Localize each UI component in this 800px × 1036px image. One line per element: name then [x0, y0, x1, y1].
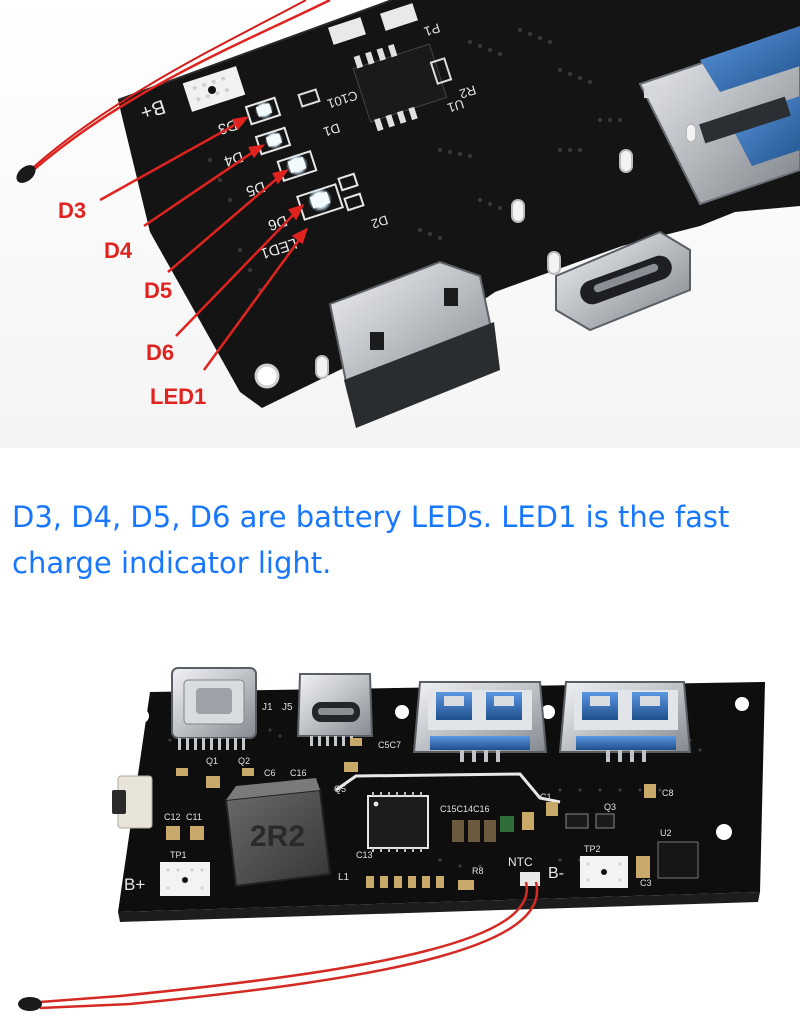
side-button: [112, 775, 153, 829]
silk-c15c14c16: C15C14C16: [440, 804, 490, 814]
via-pattern: [208, 28, 622, 292]
smd-components: [166, 738, 699, 890]
usb-a-port-right: [558, 681, 692, 762]
pcb-board: [118, 0, 800, 408]
silk-d4: D4: [222, 148, 246, 170]
silk-tp1: TP1: [170, 850, 187, 860]
ntc-wire-top: [19, 0, 331, 183]
silk-q3: Q3: [604, 802, 616, 812]
usb-a-port-left: [412, 681, 548, 762]
inductor-value: 2R2: [250, 820, 305, 853]
caption-text: D3, D4, D5, D6 are battery LEDs. LED1 is…: [12, 494, 788, 586]
silk-c1: C1: [540, 792, 552, 802]
silk-r2: R2: [458, 82, 478, 101]
silk-c16: C16: [290, 768, 307, 778]
silk-d6: D6: [266, 212, 290, 234]
silk-j1: J1: [262, 702, 273, 713]
inductor-l1: [224, 778, 332, 888]
silk-c5c7: C5C7: [378, 740, 401, 750]
qfn-main-ic: [367, 792, 429, 852]
callout-d6: D6: [146, 340, 174, 365]
silk-b-minus: B-: [548, 865, 564, 882]
silk-ntc: NTC: [508, 855, 533, 869]
silk-u1: U1: [446, 96, 466, 115]
bottom-board-photo: J1 J5 2R: [0, 640, 800, 1036]
silk-b-plus-bottom: B+: [124, 875, 145, 894]
silk-track-line: [335, 772, 561, 804]
callout-d4: D4: [104, 238, 133, 263]
silk-q2: Q2: [238, 756, 250, 766]
led-d4: [254, 126, 292, 156]
caption-line-1: D3, D4, D5, D6 are battery LEDs. LED1 is…: [12, 500, 730, 534]
mounting-hole: [254, 363, 280, 389]
silk-c3: C3: [640, 878, 652, 888]
silk-c13: C13: [356, 850, 373, 860]
top-board-photo: B+ C101 U1 R2 P1 D3 D4 D1 D5 D6 LED1 D2: [0, 0, 800, 448]
led-d6: [296, 183, 344, 221]
silk-c12: C12: [164, 812, 181, 822]
usb-a-port-top: [638, 26, 800, 206]
silk-d1: D1: [322, 120, 342, 139]
led-d5: [276, 149, 318, 183]
silk-j5: J5: [282, 702, 293, 713]
micro-usb-port-top: [328, 260, 500, 428]
caption-line-2: charge indicator light.: [12, 546, 332, 580]
oval-pads: [315, 123, 697, 379]
usb-c-port-top: [555, 230, 691, 332]
silk-c6: C6: [264, 768, 276, 778]
callout-d3: D3: [58, 198, 86, 223]
silk-d5: D5: [244, 178, 268, 200]
tp2-pad: [580, 856, 628, 888]
silk-q1: Q1: [206, 756, 218, 766]
silk-r8: R8: [472, 866, 484, 876]
silk-tp2: TP2: [584, 844, 601, 854]
ntc-wire-bottom: [39, 881, 529, 1004]
silk-l1: L1: [338, 872, 350, 883]
usb-c-port-j5: [296, 673, 374, 746]
silkscreen-labels: C5C7 Q1 Q2 C6 C16 Q5 C12 C11 C13 TP1 C15…: [164, 740, 674, 888]
silk-u2: U2: [660, 828, 672, 838]
callout-d5: D5: [144, 278, 172, 303]
callout-led1: LED1: [150, 384, 206, 409]
usb-c-vertical-j1: [171, 667, 257, 750]
led-d3: [244, 96, 282, 126]
silk-p1: P1: [422, 20, 442, 39]
callout-arrows: [99, 116, 309, 371]
ntc-thermistor-bead-bottom: [18, 997, 42, 1011]
tp1-pad: [160, 862, 210, 896]
silk-q5: Q5: [334, 784, 346, 794]
ntc-thermistor-bead: [16, 165, 36, 183]
silk-c8: C8: [662, 788, 674, 798]
silk-d2: D2: [370, 212, 390, 231]
silk-c11: C11: [186, 812, 202, 822]
